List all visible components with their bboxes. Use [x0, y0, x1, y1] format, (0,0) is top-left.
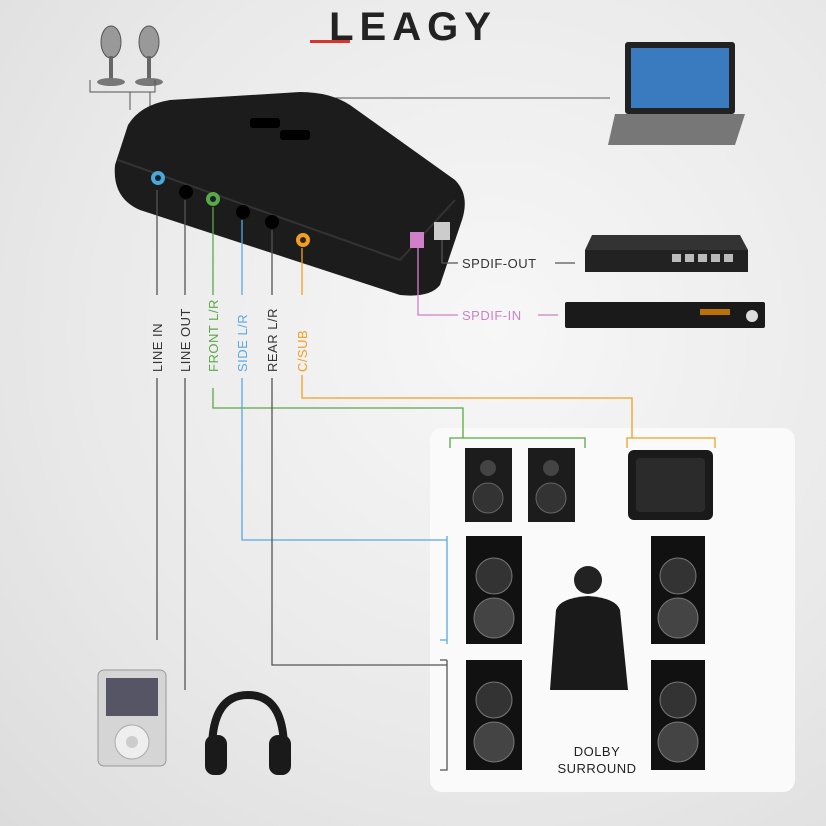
speaker-icon [465, 448, 575, 522]
subwoofer-icon [628, 450, 713, 520]
headphones-icon [205, 690, 291, 775]
speaker-icon [466, 536, 705, 770]
listener-figure [550, 566, 628, 690]
label-spdif-out: SPDIF-OUT [462, 256, 537, 271]
mp3-player-icon [97, 669, 167, 767]
microphone-icon [97, 25, 163, 86]
label-spdif-in: SPDIF-IN [462, 308, 522, 323]
label-line-out: LINE OUT [178, 308, 193, 372]
sound-card [114, 92, 465, 296]
label-csub: C/SUB [295, 330, 310, 372]
label-side: SIDE L/R [235, 314, 250, 372]
label-front: FRONT L/R [206, 299, 221, 372]
label-line-in: LINE IN [150, 323, 165, 372]
laptop-icon [608, 42, 745, 145]
dvd-player-icon [565, 302, 765, 328]
brand-logo: LEAGY [329, 5, 497, 49]
label-rear: REAR L/R [265, 308, 280, 372]
surround-label-line2: SURROUND [557, 761, 636, 776]
router-icon [585, 235, 748, 272]
surround-label-line1: DOLBY [574, 744, 621, 759]
